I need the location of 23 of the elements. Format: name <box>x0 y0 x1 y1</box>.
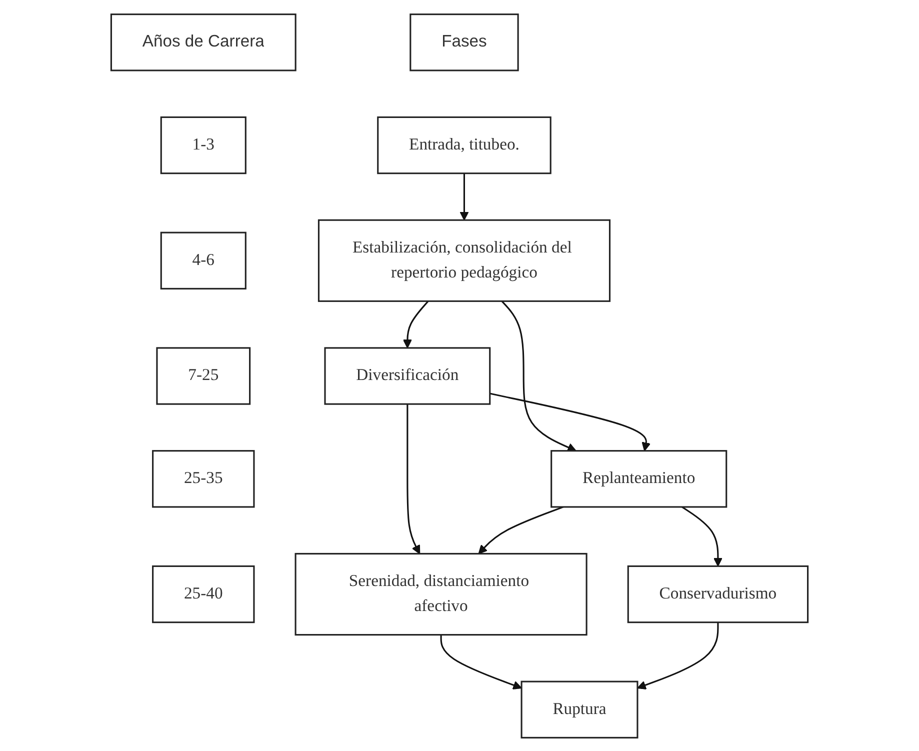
node-box: Serenidad, distanciamiento afectivo <box>294 552 588 636</box>
arrow <box>682 506 723 566</box>
arrow <box>490 392 651 451</box>
node-box: Replanteamiento <box>550 450 728 508</box>
node-box: 1-3 <box>160 116 246 174</box>
arrow <box>440 634 522 689</box>
node-box: 25-35 <box>152 450 255 508</box>
arrow <box>406 404 420 554</box>
node-box: Conservadurismo <box>627 564 809 623</box>
node-box: Fases <box>410 13 519 71</box>
arrow <box>478 506 564 554</box>
node-box: 4-6 <box>160 231 246 289</box>
arrow <box>460 172 469 220</box>
node-box: 7-25 <box>156 346 251 404</box>
node-box: Entrada, titubeo. <box>377 116 552 174</box>
node-box: 25-40 <box>152 564 255 623</box>
arrow <box>402 300 429 348</box>
arrow <box>501 300 576 452</box>
arrow <box>637 622 719 689</box>
node-box: Diversificación <box>324 346 491 404</box>
node-box: Años de Carrera <box>110 13 296 71</box>
node-box: Ruptura <box>520 680 638 738</box>
node-box: Estabilización, consolidación del repertorio pedagógico <box>318 218 611 302</box>
